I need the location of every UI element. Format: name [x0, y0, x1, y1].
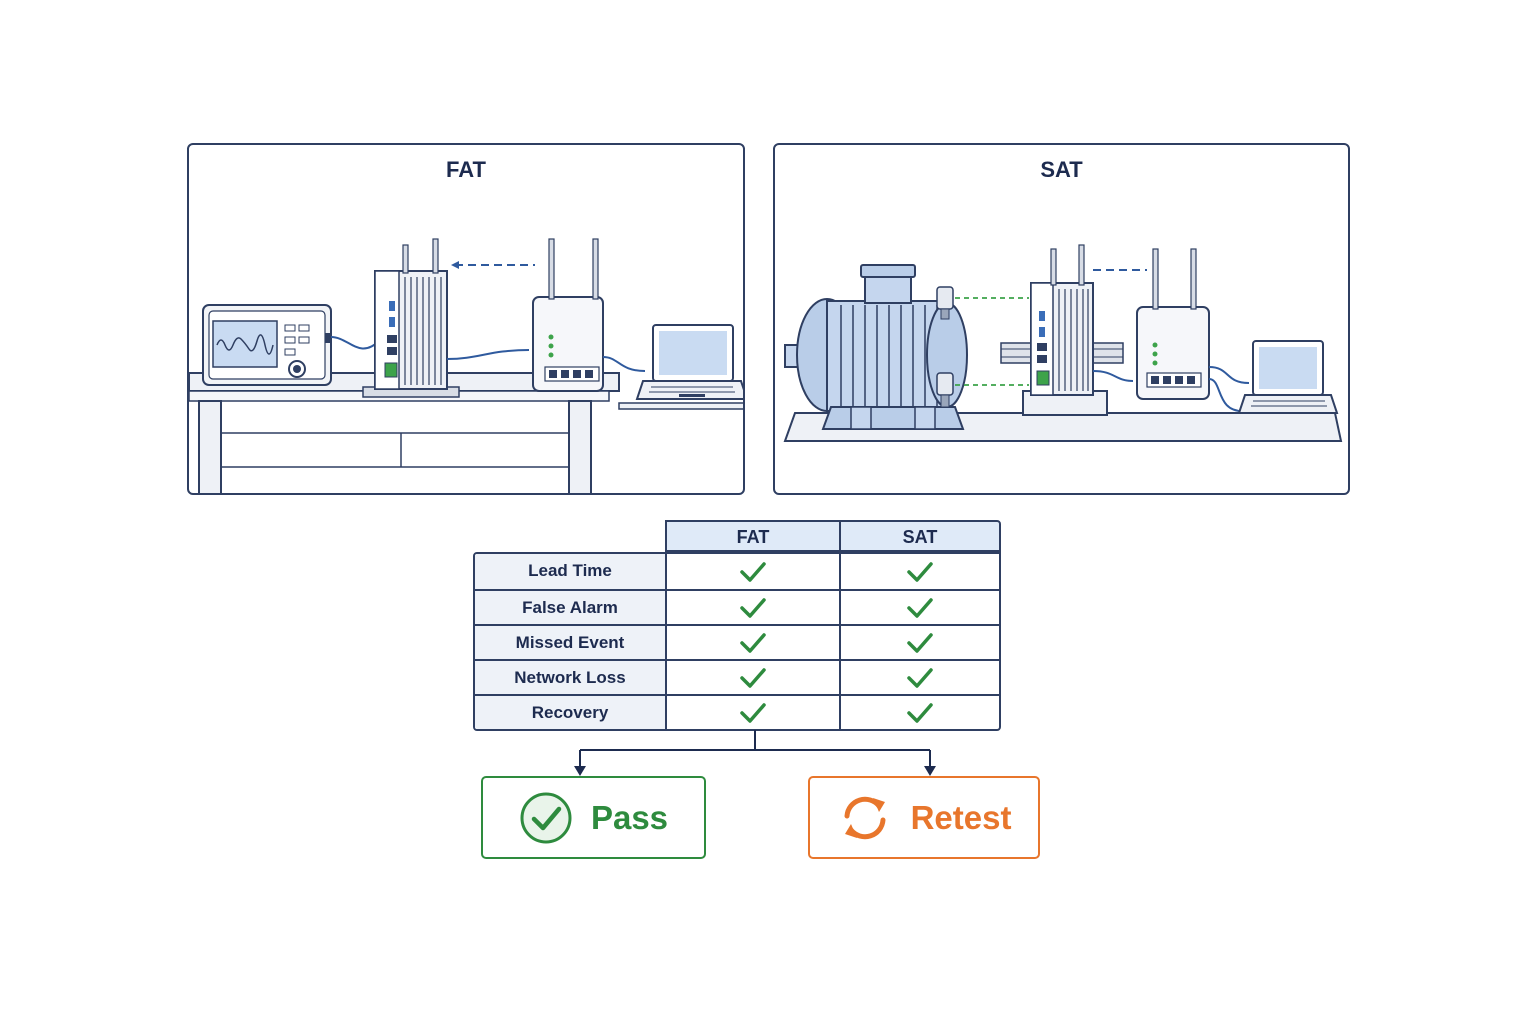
vibration-sensor-top: [936, 286, 954, 320]
check-icon: [907, 561, 933, 582]
sat-panel-title: SAT: [1040, 157, 1083, 182]
criterion-label: Recovery: [475, 696, 667, 729]
pass-label: Pass: [590, 798, 669, 836]
fat-result-cell: [667, 554, 841, 589]
check-icon: [740, 667, 766, 688]
fat-panel-title: FAT: [446, 157, 486, 182]
criterion-label: Missed Event: [475, 626, 667, 659]
check-icon: [907, 632, 933, 653]
criterion-label: Network Loss: [475, 661, 667, 694]
wireless-router: [532, 238, 604, 392]
retest-label: Retest: [910, 798, 1012, 836]
electric-motor: [784, 264, 968, 430]
signal-generator: [202, 304, 332, 386]
check-icon: [907, 597, 933, 618]
table-row: Network Loss: [475, 659, 999, 694]
laptop: [635, 324, 743, 400]
fat-panel: FAT: [187, 143, 745, 495]
sat-result-cell: [841, 696, 999, 729]
sat-result-cell: [841, 591, 999, 624]
criterion-label: False Alarm: [475, 591, 667, 624]
check-icon: [740, 597, 766, 618]
table-header-sat: SAT: [839, 520, 1001, 552]
fat-result-cell: [667, 661, 841, 694]
check-circle-icon: [520, 792, 572, 843]
vibration-sensor-bottom: [936, 372, 954, 408]
check-icon: [740, 702, 766, 723]
check-icon: [740, 632, 766, 653]
refresh-icon: [844, 796, 886, 839]
laptop-site: [1237, 340, 1339, 414]
table-row: Missed Event: [475, 624, 999, 659]
fat-result-cell: [667, 591, 841, 624]
criterion-label: Lead Time: [475, 554, 667, 589]
check-icon: [907, 667, 933, 688]
table-header-fat: FAT: [665, 520, 841, 552]
table-row: Recovery: [475, 694, 999, 729]
wireless-router-site: [1136, 248, 1210, 400]
sat-result-cell: [841, 661, 999, 694]
sat-result-cell: [841, 554, 999, 589]
edge-gateway: [362, 238, 460, 398]
pass-outcome-box: Pass: [481, 776, 706, 859]
fat-result-cell: [667, 696, 841, 729]
sat-site-illustration: [783, 244, 1343, 442]
table-row: False Alarm: [475, 589, 999, 624]
fat-result-cell: [667, 626, 841, 659]
sat-result-cell: [841, 626, 999, 659]
check-icon: [740, 561, 766, 582]
edge-gateway-site: [1022, 244, 1108, 416]
fat-bench-illustration: [189, 238, 743, 493]
table-row: Lead Time: [475, 554, 999, 589]
sat-panel: SAT: [773, 143, 1350, 495]
check-icon: [907, 702, 933, 723]
retest-outcome-box: Retest: [808, 776, 1040, 859]
